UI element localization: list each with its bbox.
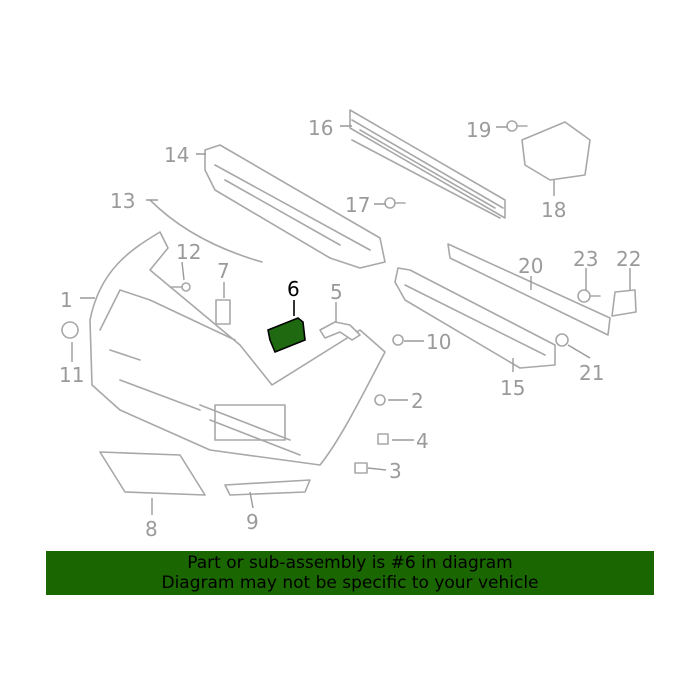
callout-21: 21	[579, 361, 604, 385]
part-23-bolt[interactable]	[577, 289, 601, 303]
part-4-nut[interactable]	[377, 433, 389, 445]
part-20-reinforcement[interactable]	[447, 243, 611, 336]
callout-3: 3	[389, 459, 402, 483]
callout-6: 6	[287, 277, 300, 301]
part-3-retainer[interactable]	[354, 462, 368, 474]
callout-14: 14	[164, 143, 189, 167]
callout-7: 7	[217, 259, 230, 283]
part-10-clip[interactable]	[392, 334, 404, 346]
callout-11: 11	[59, 363, 84, 387]
part-info-banner: Part or sub-assembly is #6 in diagram Di…	[46, 551, 654, 595]
callout-17: 17	[345, 193, 370, 217]
part-7[interactable]	[215, 299, 231, 325]
part-2-clip[interactable]	[374, 394, 386, 406]
banner-line-1: Part or sub-assembly is #6 in diagram	[187, 553, 513, 573]
callout-2: 2	[411, 389, 424, 413]
callout-9: 9	[246, 510, 259, 534]
callout-5: 5	[330, 280, 343, 304]
part-19-bolt[interactable]	[506, 120, 528, 132]
part-15-absorber[interactable]	[394, 267, 556, 369]
part-22-bracket[interactable]	[611, 289, 637, 317]
callout-16: 16	[308, 116, 333, 140]
part-9-garnish[interactable]	[224, 479, 311, 496]
callout-4: 4	[416, 429, 429, 453]
leader-lines	[71, 125, 631, 515]
banner-line-2: Diagram may not be specific to your vehi…	[161, 573, 539, 593]
part-14-absorber[interactable]	[204, 144, 386, 269]
callout-19: 19	[466, 118, 491, 142]
callout-8: 8	[145, 517, 158, 541]
part-5[interactable]	[319, 321, 361, 341]
part-6-bracket[interactable]	[267, 317, 306, 354]
part-16-reinforcement[interactable]	[349, 109, 506, 219]
part-8-grille[interactable]	[99, 451, 206, 496]
part-12-bolt[interactable]	[169, 282, 191, 292]
callout-22: 22	[616, 247, 641, 271]
part-1-bumper-cover[interactable]	[89, 231, 386, 466]
callout-13: 13	[110, 189, 135, 213]
callout-23: 23	[573, 247, 598, 271]
part-18-bracket[interactable]	[521, 121, 591, 181]
part-21-nut[interactable]	[555, 333, 569, 347]
part-11-emblem[interactable]	[61, 321, 79, 339]
callout-18: 18	[541, 198, 566, 222]
callout-1: 1	[60, 288, 73, 312]
part-17-bolt[interactable]	[384, 197, 406, 209]
callout-20: 20	[518, 254, 543, 278]
callout-12: 12	[176, 240, 201, 264]
part-13-molding[interactable]	[149, 199, 263, 263]
callout-10: 10	[426, 330, 451, 354]
callout-15: 15	[500, 376, 525, 400]
